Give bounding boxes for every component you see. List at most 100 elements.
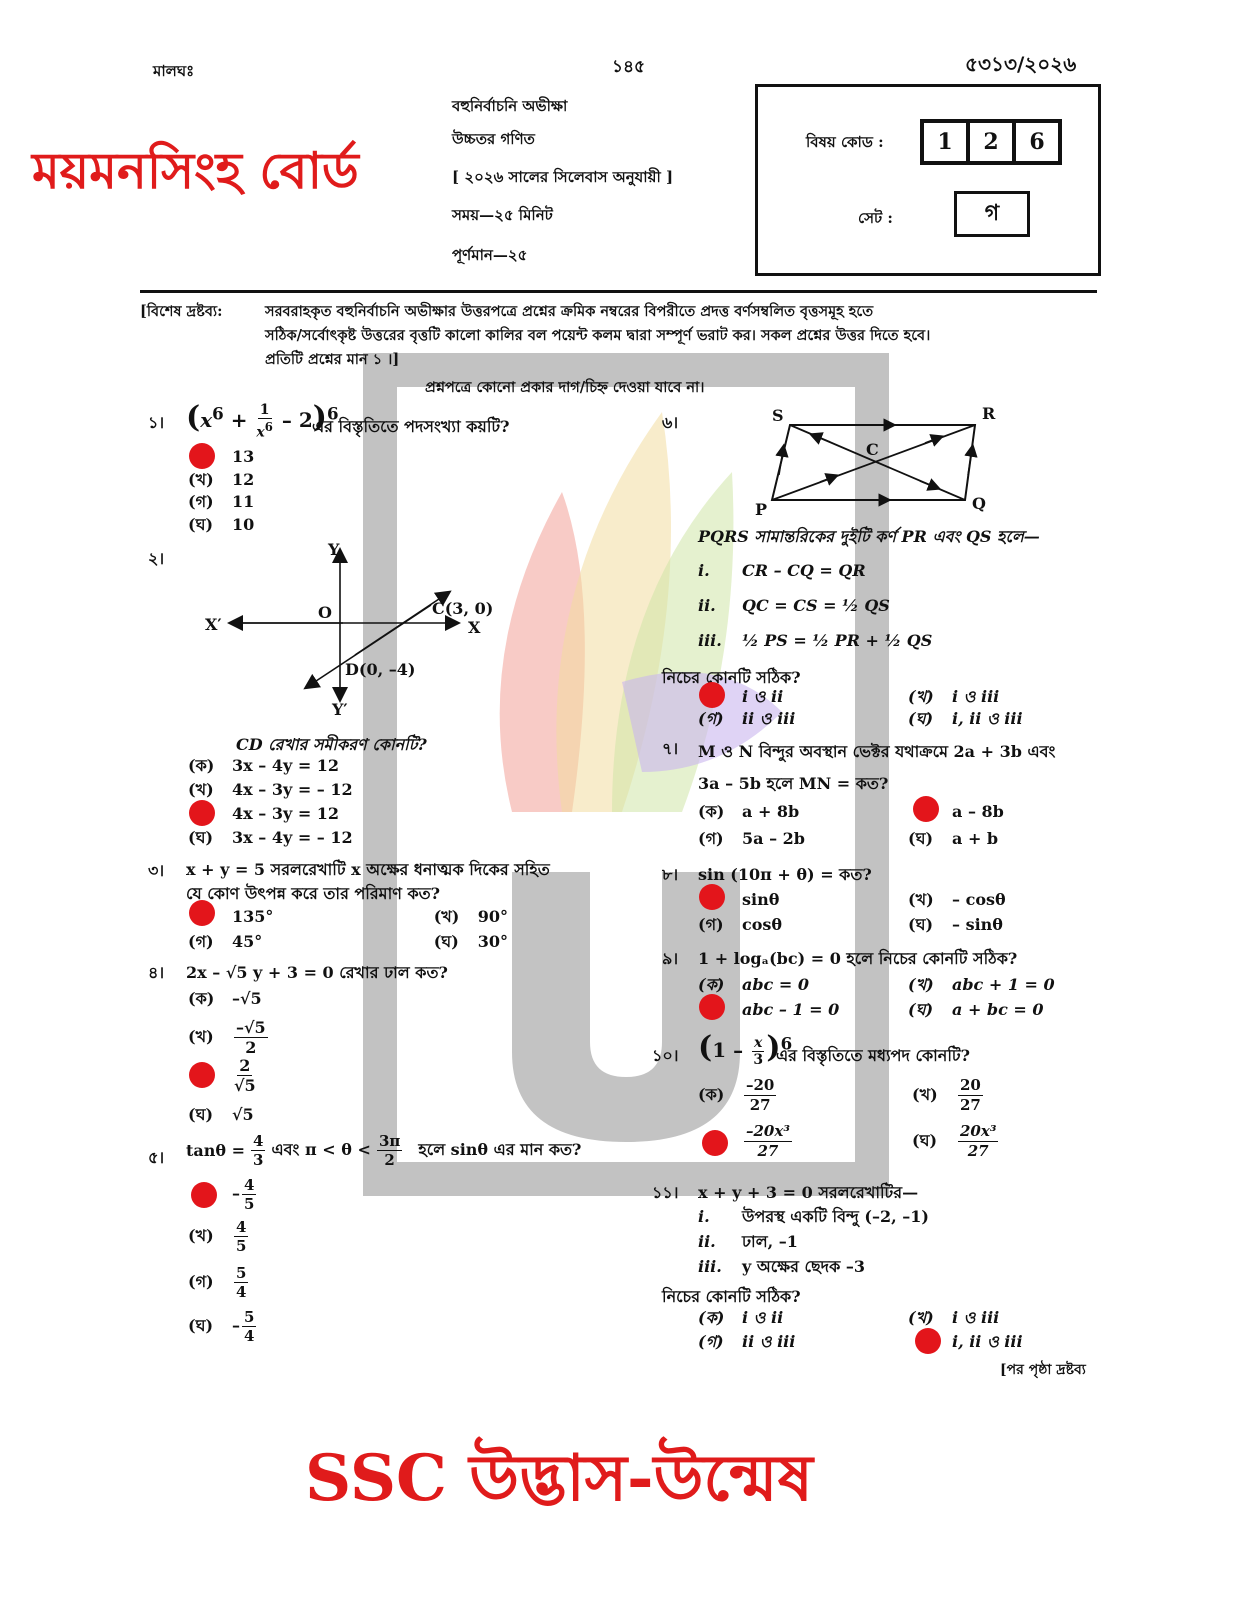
q11-statements: i.উপরস্থ একটি বিন্দু (–2, –1) ii.ঢাল, –1…: [698, 1207, 929, 1276]
q1-text: এর বিস্তৃতিতে পদসংখ্যা কয়টি?: [312, 417, 510, 436]
exam-type: বহুনির্বাচনি অভীক্ষা: [452, 97, 568, 115]
q6-options: i ও ii (খ)i ও iii (গ)ii ও iii (ঘ)i, ii ও…: [698, 686, 1038, 730]
vertex-label-r: R: [982, 404, 996, 423]
graph-label-y-neg: Y′: [332, 700, 348, 719]
option: (গ)11: [188, 492, 255, 511]
option: (গ)cosθ: [698, 915, 783, 934]
option: (ঘ)30°: [433, 932, 508, 951]
option: abc – 1 = 0: [742, 1000, 840, 1019]
answer-mark: [699, 884, 725, 910]
q3-number: ৩।: [148, 861, 165, 880]
option: sinθ: [742, 890, 780, 909]
vertex-label-c: C: [866, 440, 879, 459]
answer-mark: [189, 900, 215, 926]
q8-number: ৮।: [662, 865, 679, 884]
q4-number: ৪।: [148, 963, 165, 982]
q11-which: নিচের কোনটি সঠিক?: [662, 1287, 801, 1306]
option: 13: [232, 447, 255, 466]
option: (খ)4x – 3y = – 12: [188, 780, 353, 799]
q2-graph: [227, 547, 461, 703]
q11-options: (ক)i ও ii (খ)i ও iii (গ)ii ও iii i, ii ও…: [698, 1306, 1038, 1354]
subject-code-digit: 6: [1014, 121, 1060, 163]
option: (গ)ii ও iii: [698, 709, 796, 728]
code-panel: বিষয় কোড : 1 2 6 সেট : গ: [755, 84, 1101, 276]
q5-number: ৫।: [148, 1148, 165, 1167]
q1-number: ১।: [148, 413, 165, 432]
option: (খ)i ও iii: [908, 1308, 1000, 1327]
graph-label-d: D(0, –4): [345, 660, 416, 679]
option: i, ii ও iii: [952, 1332, 1023, 1351]
instructions-text: সরবরাহকৃত বহুনির্বাচনি অভীক্ষার উত্তরপত্…: [265, 303, 931, 368]
board-title: ময়মনসিংহ বোর্ড: [32, 142, 359, 200]
option: (ঘ)a + bc = 0: [908, 1000, 1044, 1019]
q2-options: (ক)3x – 4y = 12 (খ)4x – 3y = – 12 4x – 3…: [188, 754, 353, 850]
answer-mark: [191, 1182, 217, 1208]
option: (খ)abc + 1 = 0: [908, 975, 1055, 994]
q6-number: ৬।: [662, 413, 679, 432]
graph-label-y: Y: [328, 540, 340, 559]
option: a – 8b: [952, 802, 1004, 821]
option: (গ)45°: [188, 932, 263, 951]
option: (গ)5a – 2b: [698, 829, 805, 848]
q9-number: ৯।: [662, 949, 679, 968]
no-marks-note: প্রশ্নপত্রে কোনো প্রকার দাগ/চিহ্ন দেওয়া…: [425, 379, 705, 396]
answer-mark: [189, 800, 215, 826]
option: (খ)90°: [433, 907, 508, 926]
q7-text: M ও N বিন্দুর অবস্থান ভেক্টর যথাক্রমে 2a…: [698, 742, 1056, 793]
graph-label-x-neg: X′: [205, 615, 222, 634]
option: 2√5: [234, 1056, 256, 1095]
option: (গ)ii ও iii: [698, 1332, 796, 1351]
graph-label-x: X: [468, 618, 481, 637]
q8-options: sinθ (খ)– cosθ (গ)cosθ (ঘ)– sinθ: [698, 887, 1038, 937]
next-page-note: [পর পৃষ্ঠা দ্রষ্টব্য: [1000, 1362, 1086, 1378]
header-divider: [140, 290, 1097, 293]
option: i ও ii: [742, 687, 784, 706]
q3-options: 135° (খ)90° (গ)45° (ঘ)30°: [188, 904, 508, 954]
q7-number: ৭।: [662, 739, 679, 758]
option: 135°: [232, 907, 274, 926]
syllabus-note: [ ২০২৬ সালের সিলেবাস অনুযায়ী ]: [452, 168, 674, 186]
subject-code-boxes: 1 2 6: [920, 119, 1062, 165]
option: (ঘ)10: [188, 514, 255, 534]
subject-code-digit: 2: [968, 121, 1014, 163]
subject-code-digit: 1: [922, 121, 968, 163]
option: (ঘ)3x – 4y = – 12: [188, 828, 353, 847]
answer-mark: [702, 1130, 728, 1156]
header-left-label: মালঘঃ: [153, 62, 195, 80]
set-label: সেট :: [858, 209, 893, 227]
q7-options: (ক)a + 8b a – 8b (গ)5a – 2b (ঘ)a + b: [698, 798, 1038, 852]
vertex-label-q: Q: [972, 494, 986, 513]
q6-parallelogram: [770, 418, 978, 507]
option: (ক)abc = 0: [698, 975, 809, 994]
option: (ক)3x – 4y = 12: [188, 756, 340, 775]
q1-options: 13 (খ)12 (গ)11 (ঘ)10: [188, 446, 254, 536]
option: (ক)i ও ii: [698, 1308, 784, 1327]
answer-mark: [913, 796, 939, 822]
option: (ঘ)– sinθ: [908, 915, 1003, 934]
q9-options: (ক)abc = 0 (খ)abc + 1 = 0 abc – 1 = 0 (ঘ…: [698, 972, 1058, 1022]
exam-time: সময়—২৫ মিনিট: [452, 206, 553, 224]
option: 4x – 3y = 12: [232, 804, 340, 823]
set-value: গ: [954, 191, 1030, 237]
vertex-label-s: S: [772, 406, 784, 425]
q8-text: sin (10π + θ) = কত?: [698, 865, 872, 884]
graph-label-c: C(3, 0): [432, 599, 494, 618]
q4-text: 2x – √5 y + 3 = 0 রেখার ঢাল কত?: [186, 963, 448, 982]
footer-brand: SSC উদ্ভাস-উন্মেষ: [305, 1441, 813, 1516]
option: (খ)12: [188, 469, 255, 489]
option: (ঘ)i, ii ও iii: [908, 709, 1023, 728]
q10-number: ১০।: [652, 1046, 679, 1065]
option: (ঘ)a + b: [908, 829, 999, 848]
option: (ক)–√5: [188, 989, 262, 1008]
q3-text: x + y = 5 সরলরেখাটি x অক্ষের ধনাত্মক দিক…: [186, 860, 550, 903]
